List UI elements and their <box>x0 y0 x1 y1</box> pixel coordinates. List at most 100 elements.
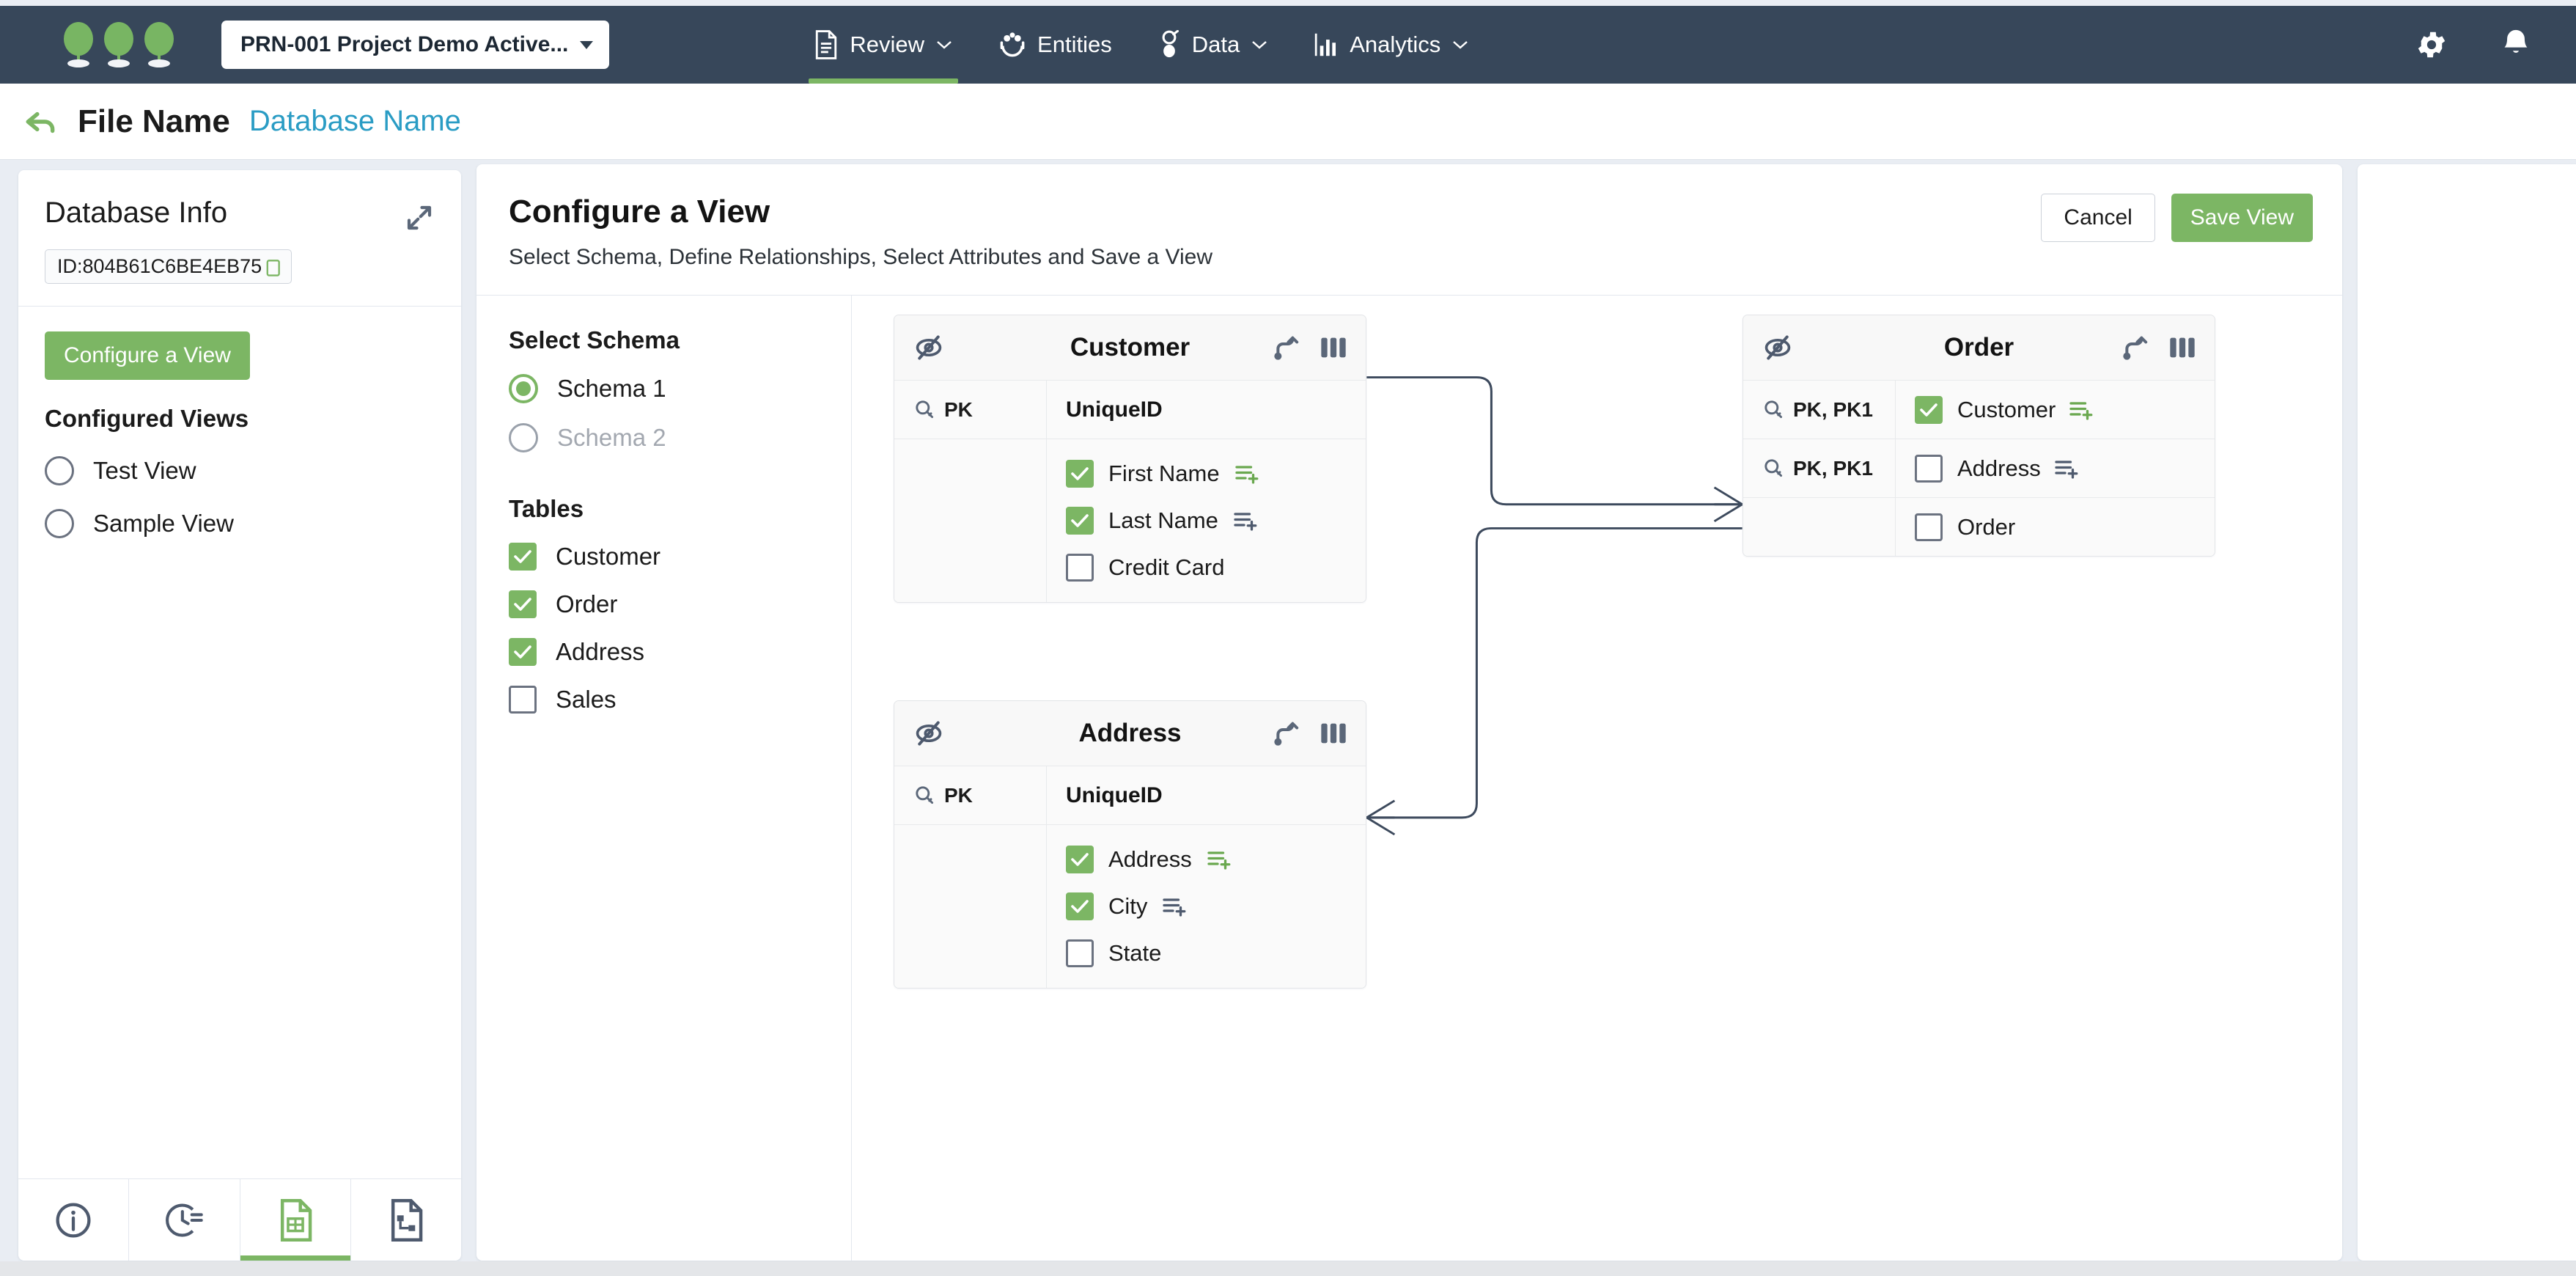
configured-view-item-sample-view[interactable]: Sample View <box>45 509 435 538</box>
table-option-sales[interactable]: Sales <box>509 686 851 714</box>
list-add-icon[interactable] <box>2054 458 2080 480</box>
table-option-order[interactable]: Order <box>509 590 851 618</box>
three-trees-logo <box>62 22 176 67</box>
right-side-panel <box>2358 164 2576 1261</box>
entity-card-customer[interactable]: Customer <box>894 315 1366 603</box>
relationship-icon[interactable] <box>2121 333 2150 362</box>
checkbox-checked-icon[interactable] <box>1066 846 1094 873</box>
project-selector-label: PRN-001 Project Demo Active... <box>240 32 569 56</box>
nav-item-data[interactable]: Data <box>1135 6 1291 84</box>
eye-off-icon[interactable] <box>912 333 946 362</box>
nav-item-entities[interactable]: Entities <box>976 6 1135 84</box>
key-search-icon <box>916 400 934 418</box>
entity-key-row: PK UniqueID <box>894 766 1366 824</box>
nav-active-underline <box>809 78 959 84</box>
attribute-item-first-name[interactable]: First Name <box>1066 460 1261 488</box>
table-option-customer[interactable]: Customer <box>509 543 851 571</box>
panel-title: Configure a View <box>509 194 770 230</box>
checkbox-checked-icon[interactable] <box>509 590 537 618</box>
checkbox-checked-icon[interactable] <box>1066 892 1094 920</box>
database-name-link[interactable]: Database Name <box>249 105 461 137</box>
attribute-item-credit-card[interactable]: Credit Card <box>1066 554 1261 582</box>
list-add-icon[interactable] <box>1234 463 1261 485</box>
radio-selected-icon[interactable] <box>509 374 538 403</box>
configured-view-item-test-view[interactable]: Test View <box>45 456 435 485</box>
sidebar-tab-document-schema[interactable] <box>351 1179 461 1261</box>
page-title: File Name <box>78 103 230 139</box>
nav-item-review[interactable]: Review <box>791 6 976 84</box>
save-view-button[interactable]: Save View <box>2171 194 2313 242</box>
sidebar-body: Configure a View Configured Views Test V… <box>18 307 461 538</box>
relationship-icon[interactable] <box>1272 333 1301 362</box>
checkbox-icon[interactable] <box>1915 454 1943 483</box>
data-icon <box>1162 30 1179 58</box>
configure-a-view-button[interactable]: Configure a View <box>45 331 250 380</box>
back-arrow-icon[interactable] <box>22 103 59 140</box>
attribute-cell: Order <box>1896 498 2215 556</box>
attribute-item-city[interactable]: City <box>1066 892 1233 920</box>
attribute-cell: Address <box>1896 439 2215 497</box>
checkbox-checked-icon[interactable] <box>509 638 537 666</box>
entity-attributes-row: First Name Last Name <box>894 439 1366 602</box>
checkbox-icon[interactable] <box>1066 939 1094 967</box>
gear-icon[interactable] <box>2415 28 2448 62</box>
configured-views-title: Configured Views <box>45 405 249 432</box>
attribute-item-last-name[interactable]: Last Name <box>1066 507 1261 535</box>
entity-row-customer[interactable]: PK, PK1 Customer <box>1743 380 2215 439</box>
eye-off-icon[interactable] <box>1761 333 1795 362</box>
primary-key-cell: PK <box>894 381 1047 439</box>
list-add-icon[interactable] <box>2069 399 2095 421</box>
relationship-icon[interactable] <box>1272 719 1301 748</box>
erd-canvas[interactable]: Customer <box>852 296 2342 1261</box>
entity-row-address[interactable]: PK, PK1 Address <box>1743 439 2215 497</box>
radio-icon[interactable] <box>45 456 74 485</box>
entity-card-address[interactable]: Address <box>894 700 1366 989</box>
checkbox-icon[interactable] <box>1066 554 1094 582</box>
panel-header: Configure a View Select Schema, Define R… <box>476 164 2342 295</box>
columns-icon[interactable] <box>1319 335 1348 360</box>
eye-off-icon[interactable] <box>912 719 946 748</box>
top-navigation-bar: PRN-001 Project Demo Active... Review <box>0 6 2576 84</box>
attribute-item-state[interactable]: State <box>1066 939 1233 967</box>
list-add-icon[interactable] <box>1162 895 1188 917</box>
checkbox-icon[interactable] <box>1915 513 1943 541</box>
table-option-label: Customer <box>556 543 661 570</box>
nav-item-analytics[interactable]: Analytics <box>1291 6 1492 84</box>
entity-row-order[interactable]: Order <box>1743 497 2215 556</box>
schema-option-schema-2[interactable]: Schema 2 <box>509 423 851 452</box>
schema-option-schema-1[interactable]: Schema 1 <box>509 374 851 403</box>
table-option-address[interactable]: Address <box>509 638 851 666</box>
panel-body: Select Schema Schema 1 Schema 2 Tables C… <box>476 295 2342 1261</box>
list-add-icon[interactable] <box>1207 848 1233 870</box>
attribute-label: Order <box>1957 513 2016 540</box>
sidebar-tab-info[interactable] <box>18 1179 130 1261</box>
checkbox-checked-icon[interactable] <box>1066 507 1094 535</box>
tab-active-underline <box>240 1255 350 1261</box>
sidebar-tab-history[interactable] <box>129 1179 240 1261</box>
checkbox-checked-icon[interactable] <box>509 543 537 571</box>
sidebar-tab-document-table[interactable] <box>240 1179 351 1261</box>
project-selector[interactable]: PRN-001 Project Demo Active... <box>221 21 610 69</box>
expand-icon[interactable] <box>404 202 435 233</box>
configure-view-panel: Configure a View Select Schema, Define R… <box>476 164 2342 1261</box>
cancel-button[interactable]: Cancel <box>2041 194 2155 242</box>
checkbox-checked-icon[interactable] <box>1066 460 1094 488</box>
attribute-cell: Customer <box>1896 381 2215 439</box>
checkbox-icon[interactable] <box>509 686 537 714</box>
entity-card-order[interactable]: Order <box>1743 315 2215 557</box>
bell-icon[interactable] <box>2500 27 2532 62</box>
columns-icon[interactable] <box>2168 335 2197 360</box>
checkbox-checked-icon[interactable] <box>1915 395 1943 424</box>
radio-icon[interactable] <box>45 509 74 538</box>
radio-icon[interactable] <box>509 423 538 452</box>
document-table-icon <box>280 1198 312 1242</box>
copy-icon[interactable] <box>263 256 282 278</box>
list-add-icon[interactable] <box>1233 510 1259 532</box>
columns-icon[interactable] <box>1319 721 1348 746</box>
entity-header: Order <box>1743 315 2215 380</box>
entity-attribute-list: First Name Last Name <box>1047 439 1261 602</box>
attribute-item-address[interactable]: Address <box>1066 846 1233 873</box>
database-id-field[interactable]: ID:804B61C6BE4EB75 <box>45 249 292 284</box>
attribute-label: Customer <box>1957 396 2056 422</box>
bottom-strip <box>0 1261 2576 1276</box>
